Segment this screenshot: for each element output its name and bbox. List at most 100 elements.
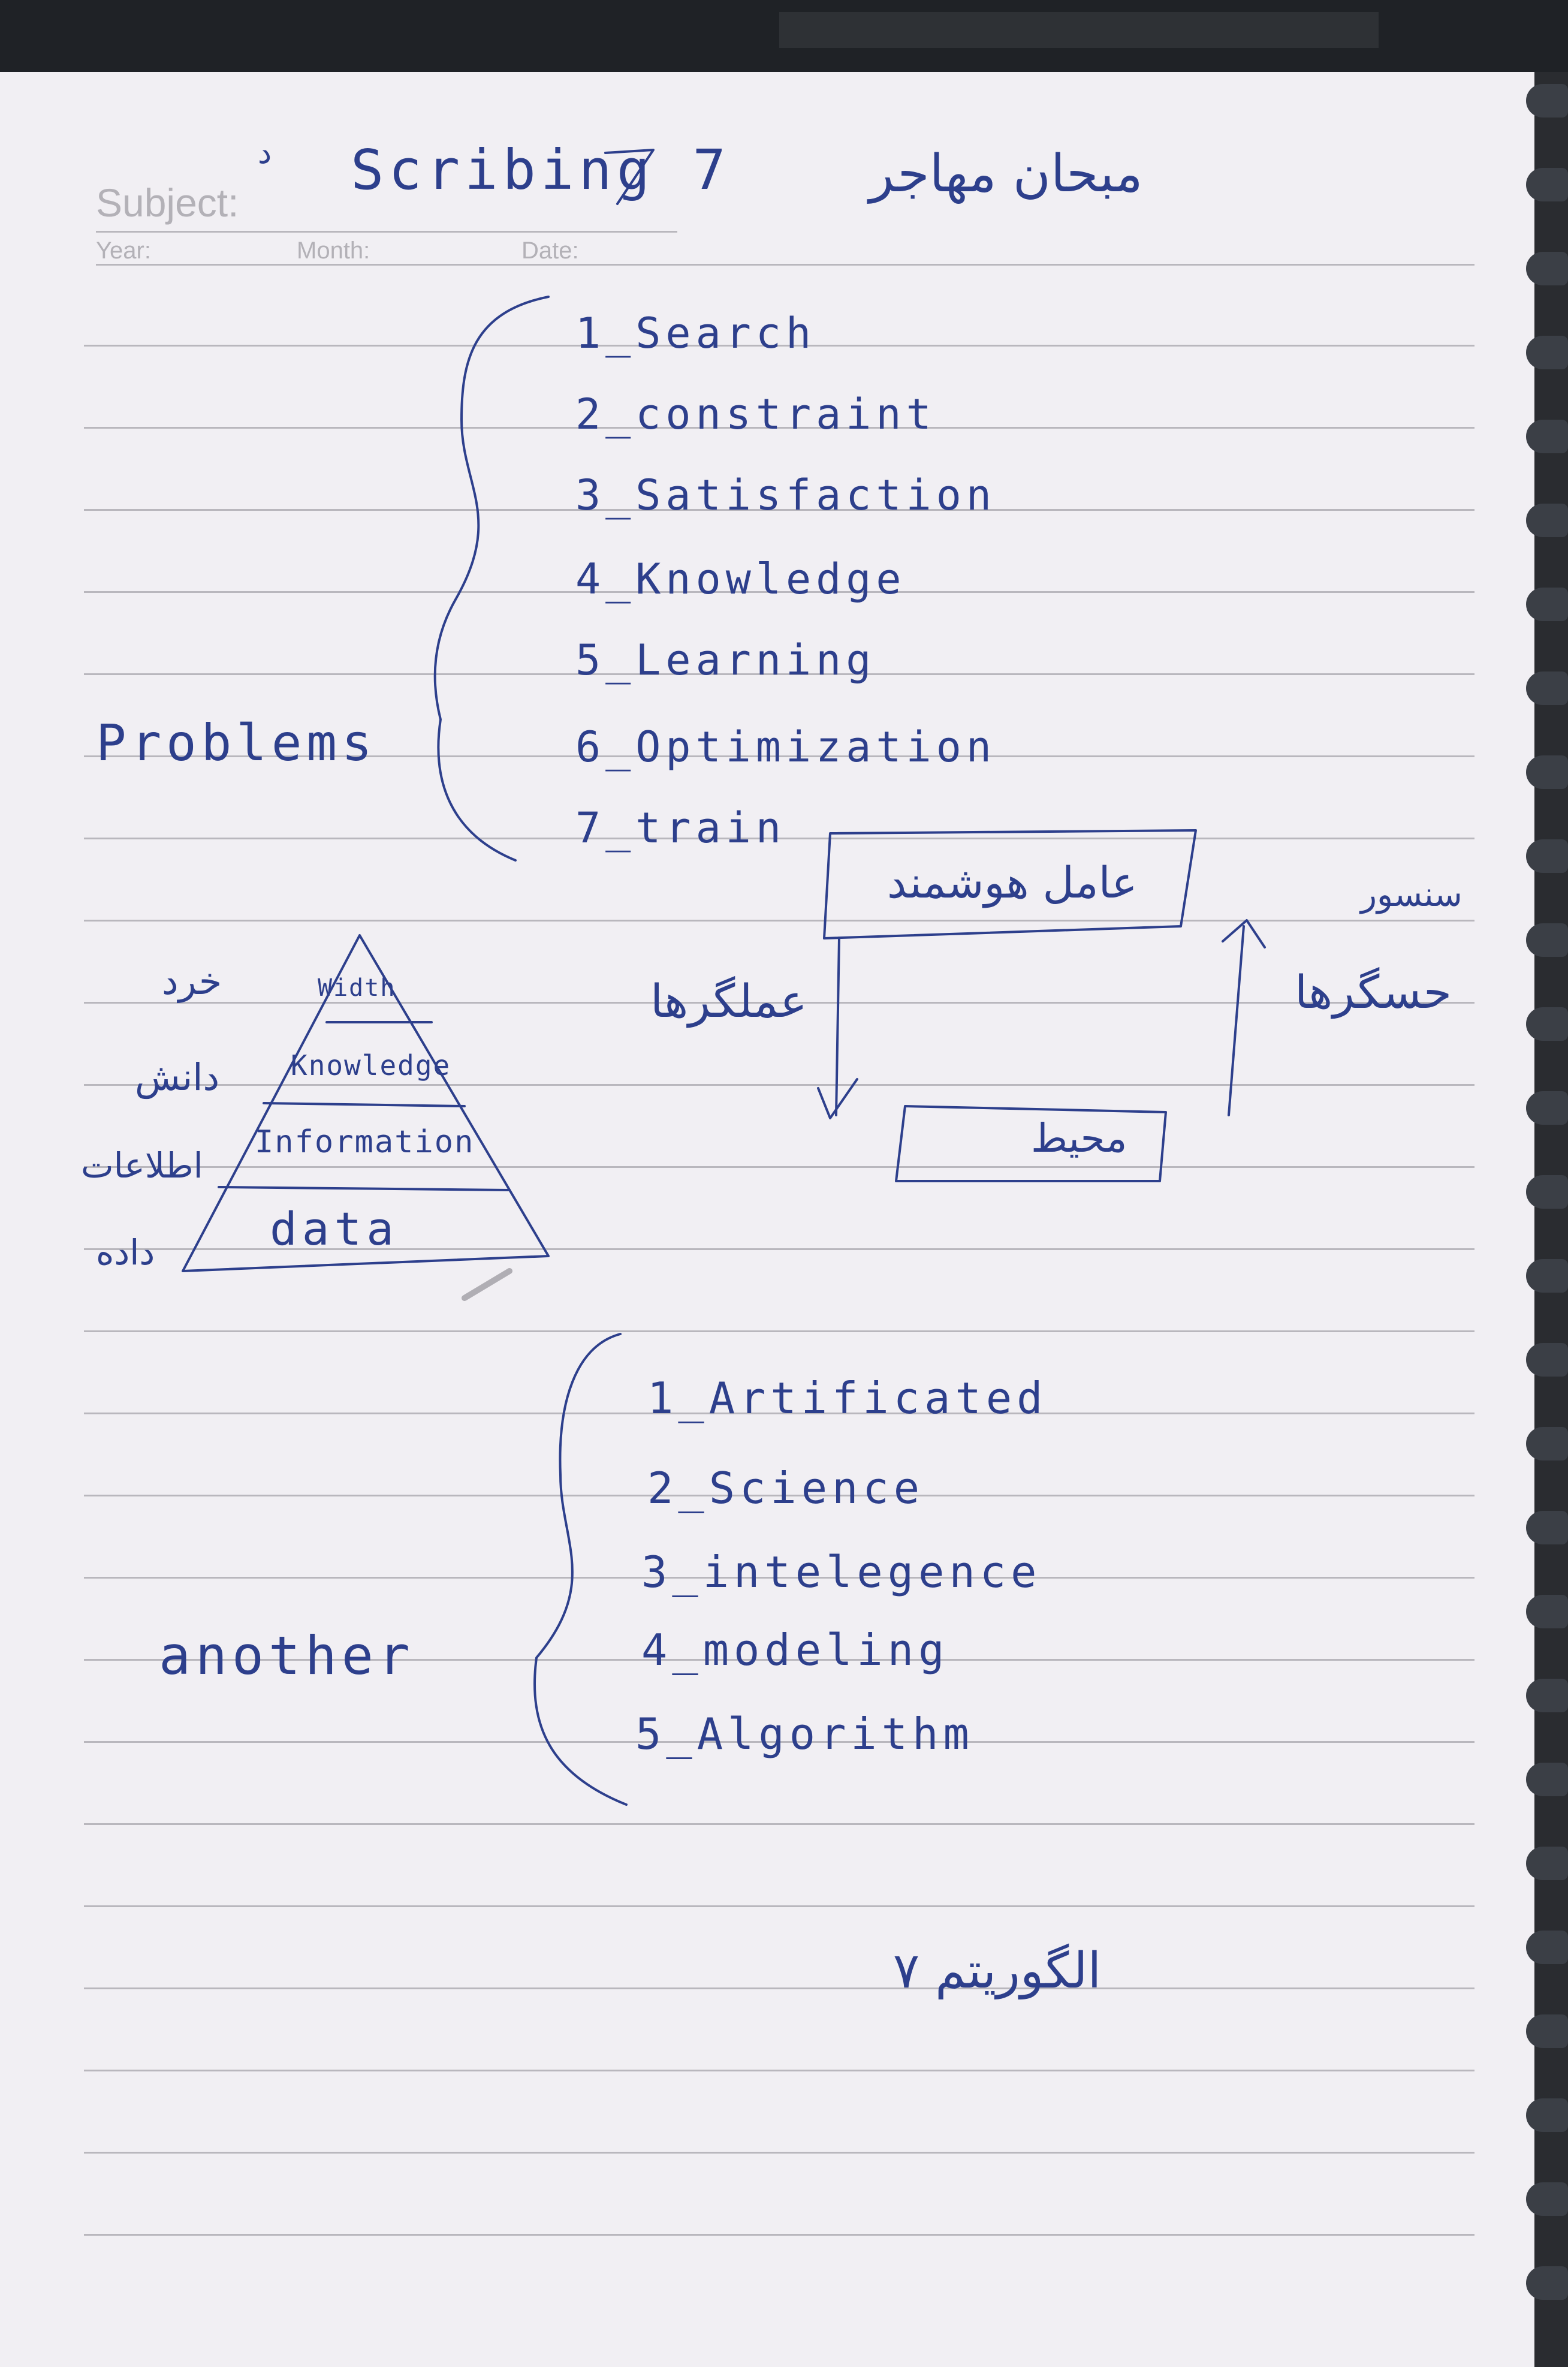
author-name: مبحان مهاجر (869, 144, 1143, 204)
page-title: Scribing 7 (351, 138, 731, 202)
subject-rule (96, 231, 677, 233)
sensor-arrow (1222, 919, 1266, 1116)
ruled-line (84, 1413, 1474, 1414)
another-label: another (159, 1625, 415, 1687)
ruled-line (84, 2234, 1474, 2236)
problem-item: 3_Satisfaction (575, 471, 997, 520)
pyramid-divider (218, 1186, 511, 1191)
binding-ring (1526, 2014, 1568, 2048)
binding-ring (1526, 1595, 1568, 1628)
problems-brace (433, 296, 550, 862)
binding-ring (1526, 1847, 1568, 1880)
binding-ring (1526, 1259, 1568, 1293)
sensor-label: سنسور (1361, 875, 1463, 914)
ruled-line (84, 1002, 1474, 1004)
binding-ring (1526, 1511, 1568, 1544)
page-top-edge (0, 0, 1568, 72)
ruled-line (84, 1248, 1474, 1250)
pyramid-side-label: اطلاعات (81, 1145, 203, 1186)
binding-ring (1526, 2182, 1568, 2216)
binding-ring (1526, 420, 1568, 453)
binding-ring (1526, 2098, 1568, 2132)
date-rule (96, 264, 1474, 266)
binding-ring (1526, 252, 1568, 285)
problem-item: 4_Knowledge (575, 555, 906, 604)
problem-item: 2_constraint (575, 390, 936, 439)
pyramid-pencil-mark (462, 1268, 512, 1301)
sensors-label: حسگرها (1295, 965, 1452, 1019)
pyramid-outline (182, 934, 550, 1272)
binding-ring (1526, 755, 1568, 789)
pyramid-divider (263, 1102, 466, 1107)
binding-ring (1526, 2266, 1568, 2300)
pyramid-level-knowledge: Knowledge (291, 1049, 451, 1082)
ruled-line (84, 673, 1474, 675)
environment-box (895, 1105, 1167, 1182)
binding-ring (1526, 1007, 1568, 1041)
ruled-line (84, 1577, 1474, 1579)
binding-ring (1526, 336, 1568, 369)
agent-box (823, 829, 1197, 939)
another-item: 4_modeling (641, 1625, 949, 1675)
binding-ring (1526, 1763, 1568, 1796)
problem-item: 7_train (575, 803, 786, 853)
ruled-line (84, 1987, 1474, 1989)
pyramid-level-information: Information (255, 1124, 475, 1160)
ruled-line (84, 920, 1474, 921)
notebook-page (0, 60, 1534, 2367)
ruled-line (84, 1823, 1474, 1825)
ruled-line (84, 1166, 1474, 1168)
month-label: Month: (297, 237, 370, 264)
date-label: Date: (521, 237, 579, 264)
pyramid-side-label: دانش (135, 1055, 220, 1099)
binding-ring (1526, 1175, 1568, 1209)
ruled-line (84, 1084, 1474, 1086)
ruled-line (84, 427, 1474, 429)
another-brace (533, 1333, 628, 1806)
binding-ring (1526, 1427, 1568, 1460)
pyramid-side-label: خرد (162, 959, 222, 1003)
ruled-line (84, 2070, 1474, 2071)
binding-ring (1526, 1679, 1568, 1712)
ruled-line (84, 838, 1474, 839)
binding-ring (1526, 588, 1568, 621)
ruled-line (84, 1905, 1474, 1907)
binding-ring (1526, 1343, 1568, 1377)
actuators-label: عملگرها (650, 974, 807, 1028)
year-label: Year: (96, 237, 151, 264)
action-arrow (817, 937, 858, 1119)
binding-ring (1526, 168, 1568, 201)
ruled-line (84, 509, 1474, 511)
problem-item: 1_Search (575, 309, 816, 358)
ruled-line (84, 1659, 1474, 1661)
another-item: 3_intelegence (641, 1547, 1042, 1597)
ruled-line (84, 1330, 1474, 1332)
environment-box-label: محیط (1031, 1115, 1127, 1161)
ruled-line (84, 2152, 1474, 2154)
agent-box-label: عامل هوشمند (887, 857, 1138, 908)
pyramid-level-data: data (270, 1202, 399, 1255)
problem-item: 5_Learning (575, 636, 876, 685)
another-item: 5_Algorithm (635, 1709, 974, 1759)
problem-item: 6_Optimization (575, 722, 997, 772)
ruled-line (84, 1741, 1474, 1743)
ruled-line (84, 345, 1474, 347)
ruled-line (84, 755, 1474, 757)
binding-ring (1526, 84, 1568, 118)
ruled-line (84, 591, 1474, 593)
pyramid-side-label: داده (96, 1232, 155, 1273)
footer-note: الگوریتم ۷ (893, 1943, 1102, 1999)
problems-label: Problems (96, 713, 377, 772)
binding-ring (1526, 923, 1568, 957)
another-item: 1_Artificated (647, 1373, 1048, 1423)
binding-ring (1526, 839, 1568, 873)
binding-ring (1526, 671, 1568, 705)
ruled-line (84, 1495, 1474, 1496)
title-seven-stroke (604, 149, 655, 205)
binding-ring (1526, 504, 1568, 537)
another-item: 2_Science (647, 1463, 925, 1513)
binding-ring (1526, 1931, 1568, 1964)
title-mark: د (258, 135, 272, 171)
subject-label: Subject: (96, 180, 239, 225)
